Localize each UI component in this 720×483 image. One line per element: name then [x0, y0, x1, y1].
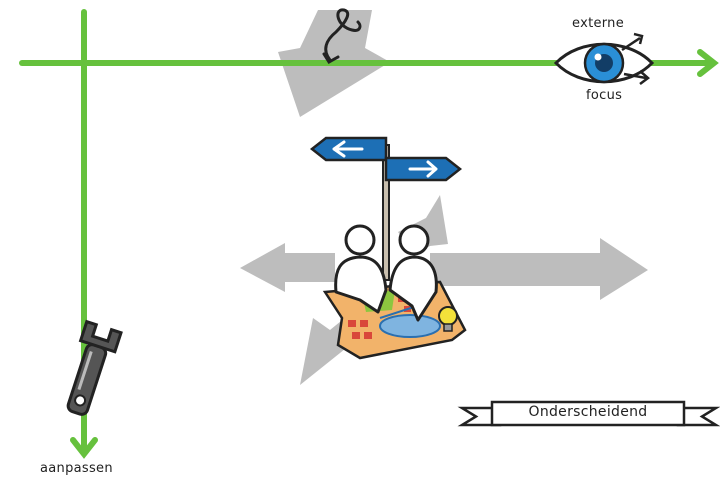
right-gray-arrow	[430, 238, 648, 300]
horizontal-axis-arrowhead	[697, 49, 719, 77]
focus-label: focus	[586, 88, 623, 103]
lightbulb-icon	[438, 306, 458, 332]
wrench-icon	[66, 319, 123, 416]
aanpassen-label: aanpassen	[40, 461, 113, 476]
banner-label: Onderscheidend	[528, 404, 648, 420]
left-gray-arrow	[240, 243, 335, 292]
signpost-icon	[309, 136, 463, 281]
vertical-axis-arrowhead	[70, 437, 98, 459]
externe-label: externe	[572, 16, 625, 31]
people-icon	[334, 224, 438, 322]
curl-arrow-icon	[322, 8, 362, 65]
eye-icon	[553, 32, 655, 85]
banner	[457, 400, 720, 427]
